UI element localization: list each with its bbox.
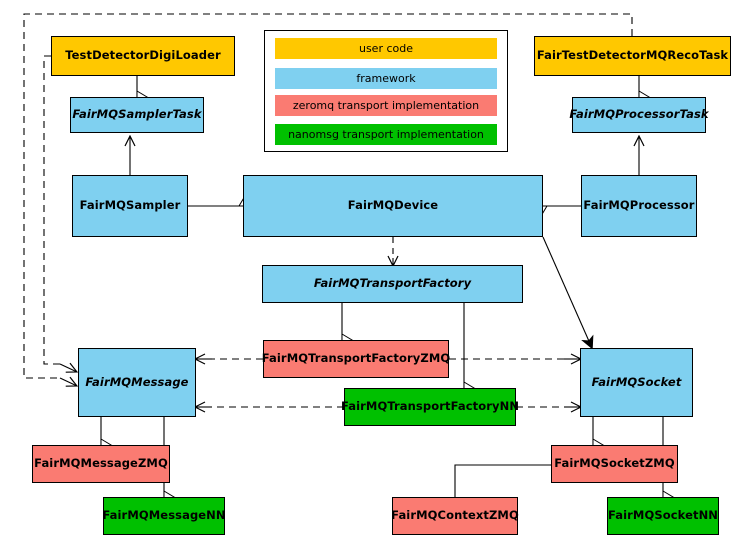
class-node-fairmqsocketzmq[interactable]: FairMQSocketZMQ (551, 445, 678, 483)
class-node-fairmqprocessor[interactable]: FairMQProcessor (581, 175, 697, 237)
class-label-fairmqmessagezmq: FairMQMessageZMQ (34, 456, 168, 471)
class-label-fairmqtransportfactory: FairMQTransportFactory (313, 276, 472, 291)
legend-label-user-code: user code (358, 42, 414, 55)
legend-item-nanomsg: nanomsg transport implementation (275, 124, 497, 145)
class-label-fairmqprocessor: FairMQProcessor (583, 198, 695, 213)
class-label-fairmqtransportfactoryzmq: FairMQTransportFactoryZMQ (261, 351, 451, 366)
class-node-fairmqmessage[interactable]: FairMQMessage (78, 348, 196, 417)
legend-label-nanomsg: nanomsg transport implementation (288, 128, 484, 141)
class-label-fairmqsampler: FairMQSampler (79, 198, 181, 213)
class-label-fairmqmessage: FairMQMessage (85, 374, 189, 389)
class-node-fairmqtransportfactory[interactable]: FairMQTransportFactory (262, 265, 523, 303)
legend-label-framework: framework (356, 72, 416, 85)
legend-label-zeromq: zeromq transport implementation (292, 99, 480, 112)
class-label-fairmqprocessortask: FairMQProcessorTask (569, 107, 709, 122)
legend-item-framework: framework (275, 68, 497, 89)
class-node-fairmqcontextzmq[interactable]: FairMQContextZMQ (391, 497, 519, 535)
edge-association-device-to-socket (542, 236, 594, 350)
legend-item-zeromq: zeromq transport implementation (275, 95, 497, 116)
class-label-fairmqcontextzmq: FairMQContextZMQ (391, 508, 519, 523)
legend-item-user-code: user code (275, 38, 497, 59)
class-label-fairmqsocketnn: FairMQSocketNN (607, 508, 719, 523)
class-node-fairmqtransportfactoryzmq[interactable]: FairMQTransportFactoryZMQ (261, 340, 451, 378)
class-node-fairmqsamplertask[interactable]: FairMQSamplerTask (70, 97, 204, 133)
edge-dependency-digiloader-to-message-head (59, 364, 76, 372)
class-node-fairmqsocketnn[interactable]: FairMQSocketNN (607, 497, 719, 535)
edge-dependency-digiloader-to-message (43, 55, 60, 365)
class-label-fairtestdetectormqrecotask: FairTestDetectorMQRecoTask (536, 48, 729, 63)
class-label-testdetectordigiloader: TestDetectorDigiLoader (65, 48, 221, 63)
class-label-fairmqtransportfactorynn: FairMQTransportFactoryNN (340, 399, 520, 414)
class-node-fairmqtransportfactorynn[interactable]: FairMQTransportFactoryNN (340, 388, 520, 426)
class-node-fairmqsocket[interactable]: FairMQSocket (580, 348, 693, 417)
class-node-fairmqdevice[interactable]: FairMQDevice (243, 175, 543, 237)
class-node-fairmqmessagenn[interactable]: FairMQMessageNN (102, 497, 226, 535)
class-node-fairmqmessagezmq[interactable]: FairMQMessageZMQ (32, 445, 170, 483)
class-label-fairmqsocket: FairMQSocket (591, 374, 682, 389)
class-node-testdetectordigiloader[interactable]: TestDetectorDigiLoader (51, 36, 235, 76)
class-label-fairmqmessagenn: FairMQMessageNN (102, 508, 226, 523)
edge-composition-socketzmq-to-contextzmq (454, 464, 551, 497)
class-node-fairmqprocessortask[interactable]: FairMQProcessorTask (569, 97, 709, 133)
class-label-fairmqsamplertask: FairMQSamplerTask (72, 107, 202, 122)
class-label-fairmqsocketzmq: FairMQSocketZMQ (554, 456, 675, 471)
class-label-fairmqdevice: FairMQDevice (347, 198, 439, 213)
class-node-fairmqsampler[interactable]: FairMQSampler (72, 175, 188, 237)
class-node-fairtestdetectormqrecotask[interactable]: FairTestDetectorMQRecoTask (534, 36, 731, 76)
edge-dependency-recotask-to-message-head (59, 378, 76, 386)
